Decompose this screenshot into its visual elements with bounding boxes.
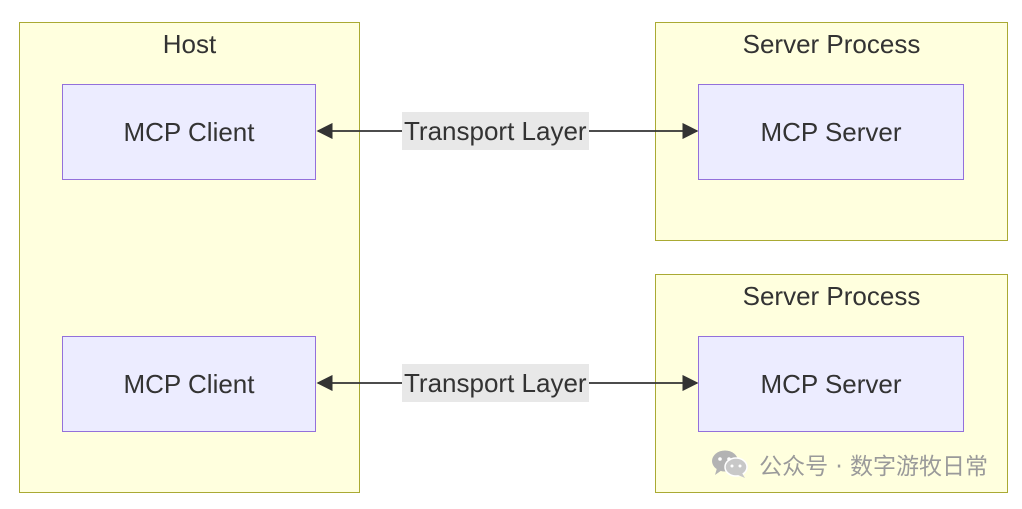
mcp-server-node-2: MCP Server [698,336,964,432]
edge-label-1: Transport Layer [402,112,589,150]
server-process-title-2: Server Process [742,281,921,311]
wechat-icon [712,450,748,478]
mcp-client-node-2: MCP Client [62,336,316,432]
watermark-text: 公众号 · 数字游牧日常 [759,454,988,480]
server-process-title-1: Server Process [742,29,921,59]
host-title: Host [162,29,217,59]
mcp-server-node-1: MCP Server [698,84,964,180]
watermark: 公众号 · 数字游牧日常 [711,447,988,481]
mcp-client-node-1: MCP Client [62,84,316,180]
edge-label-2: Transport Layer [402,364,589,402]
